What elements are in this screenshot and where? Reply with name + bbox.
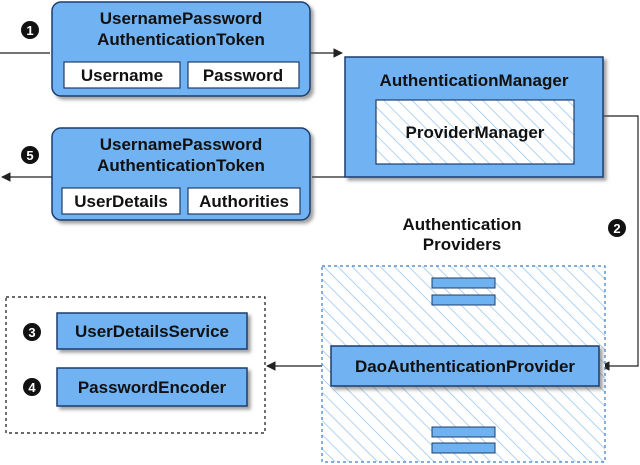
authentication-manager-title: AuthenticationManager	[380, 71, 569, 90]
token-in-title-line2: AuthenticationToken	[97, 30, 265, 49]
token-out-box: UsernamePassword AuthenticationToken Use…	[51, 127, 311, 221]
step-badge-4: 4	[23, 378, 41, 396]
step-badge-3: 3	[23, 323, 41, 341]
token-in-box: UsernamePassword AuthenticationToken Use…	[51, 1, 311, 97]
token-in-field-username: Username	[63, 61, 181, 89]
arrow-manager-to-provider	[600, 115, 639, 371]
providers-caption-line2: Providers	[423, 235, 501, 254]
token-out-title-line2: AuthenticationToken	[97, 156, 265, 175]
step-badge-5-number: 5	[26, 148, 33, 163]
token-in-title-line1: UsernamePassword	[100, 9, 263, 28]
password-encoder-label: PasswordEncoder	[78, 378, 227, 397]
user-details-service-box: UserDetailsService	[56, 312, 248, 350]
provider-manager-label: ProviderManager	[406, 123, 545, 142]
step-badge-2: 2	[608, 219, 626, 237]
token-out-field-authorities-label: Authorities	[199, 192, 289, 211]
dao-authentication-provider-label: DaoAuthenticationProvider	[355, 357, 575, 376]
provider-manager-box: ProviderManager	[375, 99, 575, 165]
provider-stack-top-1	[431, 277, 496, 289]
token-out-field-userdetails-label: UserDetails	[74, 192, 168, 211]
provider-stack-bottom-1	[431, 426, 496, 438]
step-badge-1-number: 1	[26, 23, 33, 38]
providers-caption-line1: Authentication	[403, 215, 522, 234]
step-badge-1: 1	[21, 21, 39, 39]
step-badge-3-number: 3	[28, 325, 35, 340]
token-out-field-userdetails: UserDetails	[61, 187, 181, 215]
step-badge-4-number: 4	[28, 380, 36, 395]
step-badge-2-number: 2	[613, 221, 620, 236]
user-details-service-label: UserDetailsService	[75, 322, 229, 341]
provider-stack-bottom-2	[431, 442, 496, 454]
token-out-title-line1: UsernamePassword	[100, 135, 263, 154]
provider-stack-top-2	[431, 294, 496, 306]
password-encoder-box: PasswordEncoder	[56, 367, 248, 407]
dao-authentication-provider-box: DaoAuthenticationProvider	[330, 345, 600, 387]
token-in-field-password-label: Password	[203, 66, 283, 85]
authentication-manager-box: AuthenticationManager ProviderManager	[344, 56, 604, 178]
providers-group: DaoAuthenticationProvider	[321, 265, 606, 463]
services-group: UserDetailsService PasswordEncoder	[5, 296, 266, 434]
token-in-field-password: Password	[187, 61, 300, 89]
token-out-field-authorities: Authorities	[187, 187, 301, 215]
token-in-field-username-label: Username	[81, 66, 163, 85]
step-badge-5: 5	[21, 146, 39, 164]
